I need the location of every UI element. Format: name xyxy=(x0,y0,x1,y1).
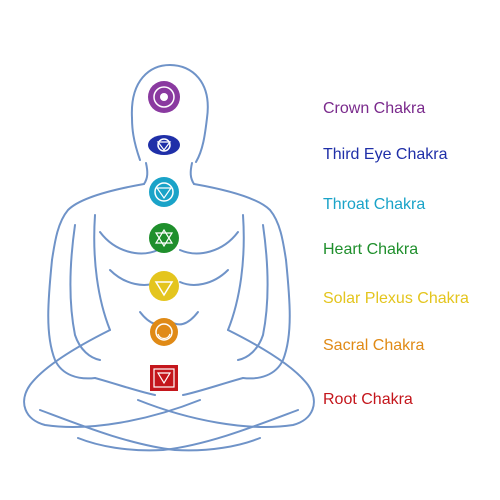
heart-chakra-icon xyxy=(149,223,179,253)
crown-chakra-label: Crown Chakra xyxy=(323,100,426,117)
crown-chakra-icon xyxy=(148,81,180,113)
figure-outline xyxy=(23,64,315,452)
third-eye-chakra-label: Third Eye Chakra xyxy=(323,146,448,163)
throat-chakra-label: Throat Chakra xyxy=(323,196,426,213)
sacral-chakra-icon xyxy=(150,318,178,346)
solar-plexus-chakra-icon xyxy=(149,271,179,301)
sacral-chakra-label: Sacral Chakra xyxy=(323,337,425,354)
heart-chakra-label: Heart Chakra xyxy=(323,241,419,258)
solar-plexus-chakra-label: Solar Plexus Chakra xyxy=(323,290,469,307)
root-chakra-label: Root Chakra xyxy=(323,391,413,408)
root-chakra-icon xyxy=(150,365,178,391)
third-eye-chakra-icon xyxy=(148,135,180,155)
throat-chakra-icon xyxy=(149,177,179,207)
